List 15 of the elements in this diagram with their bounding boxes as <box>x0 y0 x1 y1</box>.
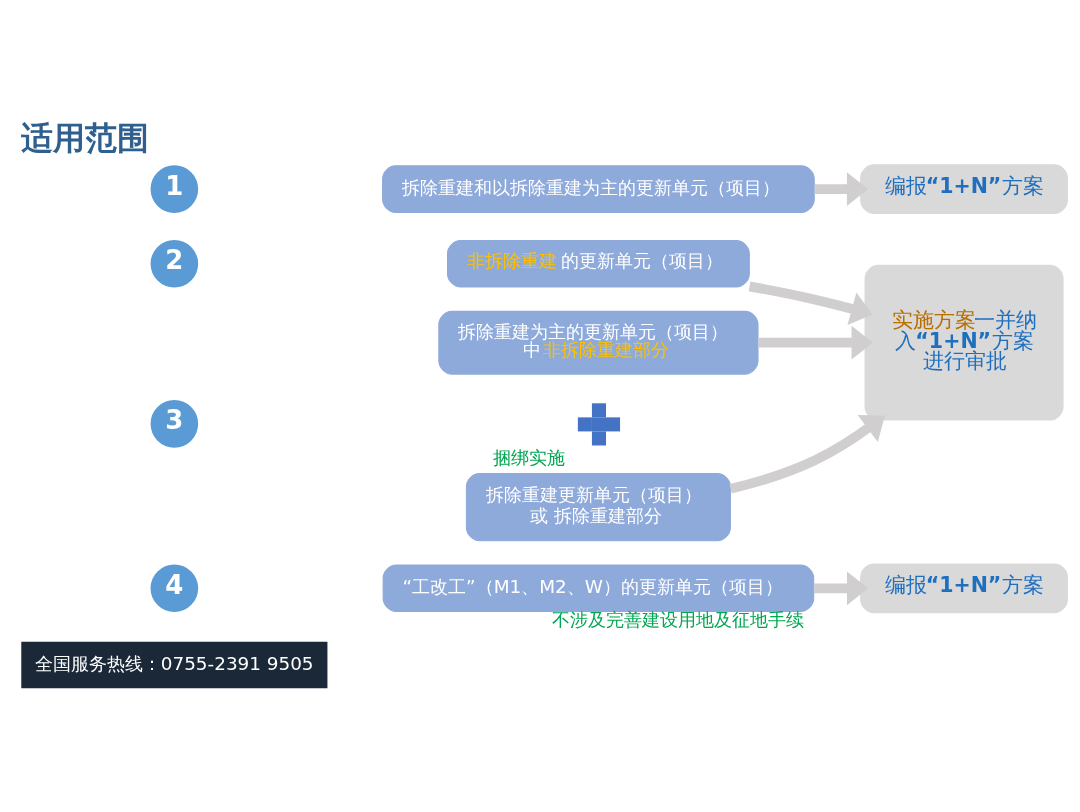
node-box: 拆除重建和以拆除重建为主的更新单元（项目） <box>382 165 815 213</box>
diagram-title: 适用范围 <box>21 118 150 157</box>
arrow <box>814 172 869 206</box>
arrow <box>729 414 885 494</box>
arrow <box>748 281 873 326</box>
node-box: 非拆除重建的更新单元（项目） <box>446 239 750 288</box>
node-label: 捆绑实施 <box>492 446 565 468</box>
node-box: 实施方案一并纳入“1+N”方案进行审批 <box>864 264 1064 421</box>
node-box: 编报“1+N”方案 <box>860 563 1068 614</box>
node-box: 拆除重建更新单元（项目）或 拆除重建部分 <box>465 473 731 542</box>
label: 全国服务热线：0755-2391 9505 <box>34 653 314 675</box>
node-box: 编报“1+N”方案 <box>860 164 1068 214</box>
node-box: 拆除重建为主的更新单元（项目）中非拆除重建部分 <box>438 310 759 375</box>
arrow <box>814 571 869 606</box>
arrow <box>758 325 873 360</box>
